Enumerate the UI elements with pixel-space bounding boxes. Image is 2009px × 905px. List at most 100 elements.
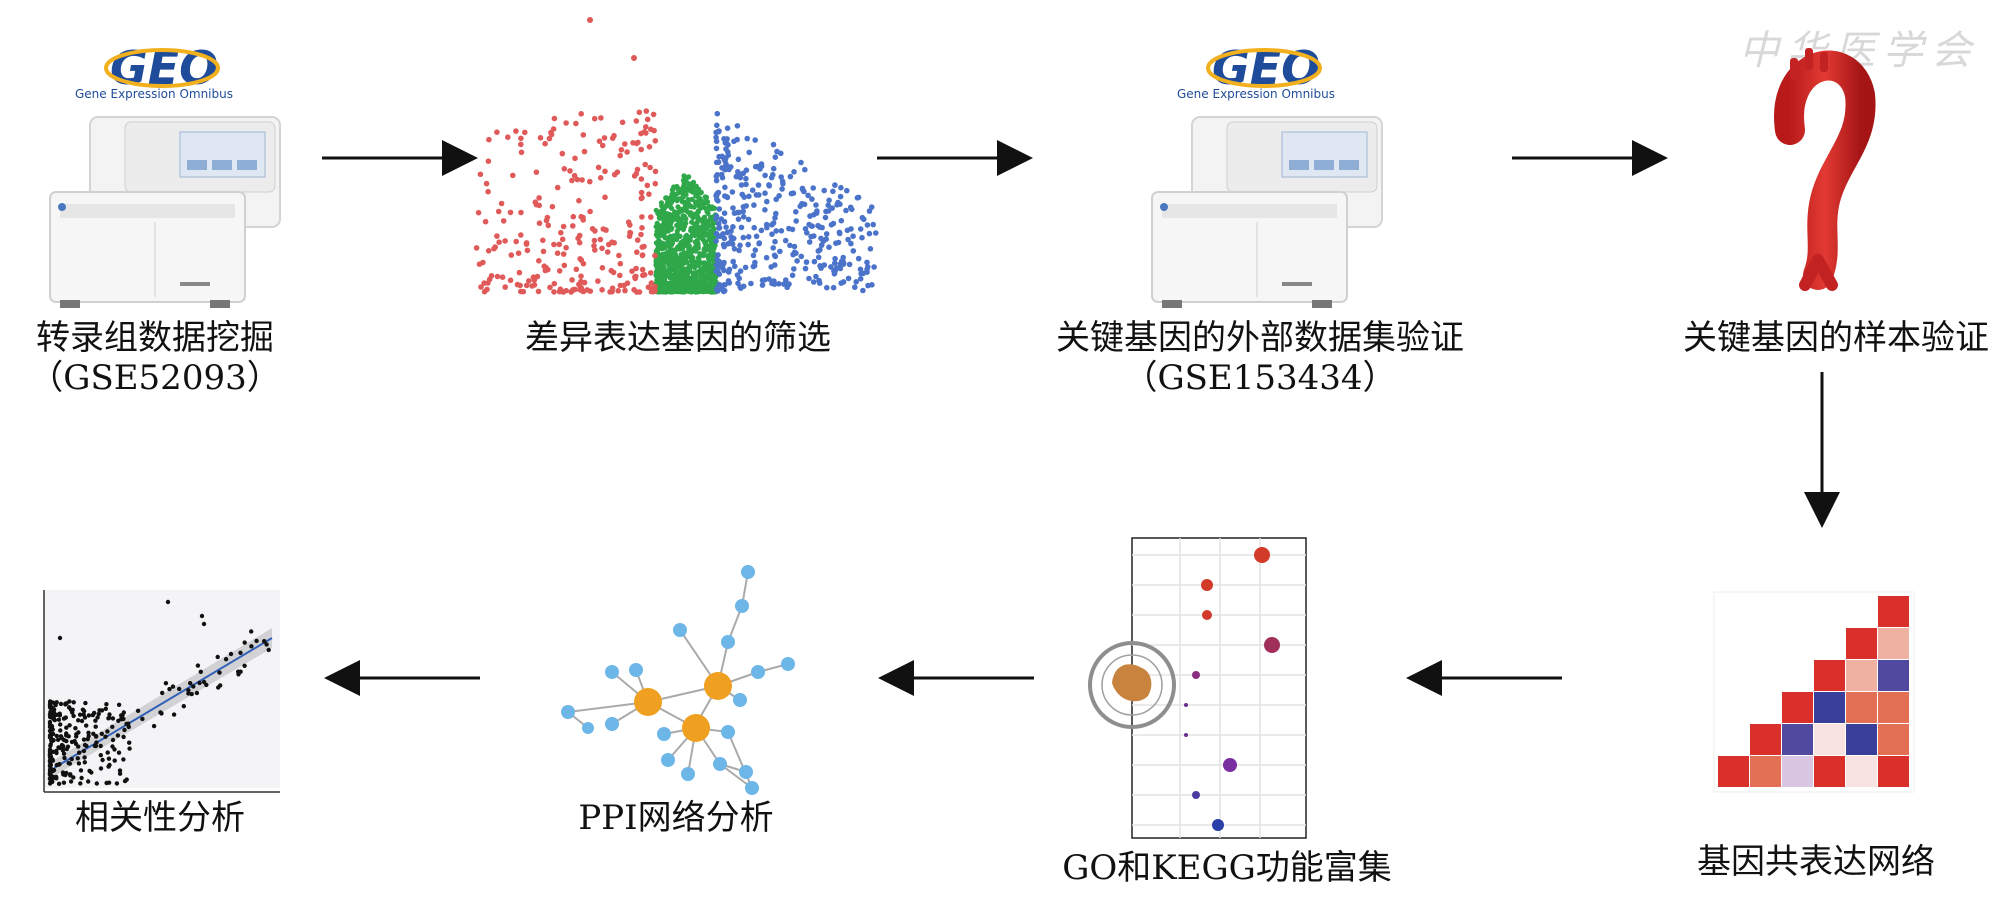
volcano-point: [659, 263, 665, 269]
volcano-point: [673, 277, 680, 284]
volcano-point: [845, 236, 851, 243]
scatter-point: [110, 724, 115, 729]
volcano-point: [642, 161, 648, 168]
volcano-point: [731, 246, 738, 252]
scatter-point: [60, 745, 65, 750]
volcano-point: [824, 284, 830, 291]
volcano-point: [559, 236, 566, 243]
volcano-point: [611, 240, 617, 246]
volcano-point: [677, 254, 684, 261]
volcano-point: [772, 238, 778, 245]
volcano-point: [494, 129, 500, 135]
volcano-point: [614, 169, 621, 175]
volcano-point: [639, 225, 645, 231]
volcano-point: [686, 249, 692, 255]
volcano-point: [769, 231, 775, 237]
scatter-point: [76, 718, 81, 723]
volcano-point: [537, 135, 544, 141]
volcano-point: [518, 135, 524, 142]
volcano-point: [561, 166, 568, 172]
scatter-point: [79, 718, 85, 724]
volcano-point: [599, 245, 605, 252]
volcano-point: [578, 111, 584, 117]
volcano-point: [723, 146, 729, 152]
volcano-point: [687, 210, 694, 216]
scatter-point: [99, 731, 105, 736]
scatter-point: [50, 716, 56, 721]
volcano-point: [561, 262, 568, 269]
volcano-point: [724, 125, 731, 131]
cma-seal: [1088, 641, 1176, 729]
volcano-point: [714, 190, 720, 197]
step-6-label: GO和KEGG功能富集: [1062, 848, 1392, 888]
heatmap-cell: [1814, 756, 1845, 787]
scatter-point: [238, 650, 243, 655]
scatter-point: [96, 711, 102, 717]
scatter-point: [117, 768, 123, 773]
ppi-node: [673, 623, 687, 637]
volcano-point: [793, 209, 799, 215]
volcano-point: [670, 257, 676, 263]
scatter-point: [48, 704, 53, 709]
volcano-point: [750, 252, 757, 259]
volcano-point: [641, 272, 648, 278]
volcano-point: [577, 287, 583, 293]
volcano-point: [677, 233, 683, 239]
volcano-point: [803, 259, 810, 265]
volcano-point: [589, 226, 596, 232]
volcano-point: [547, 284, 553, 291]
volcano-point: [515, 250, 522, 256]
volcano-point: [751, 262, 758, 269]
scatter-point: [67, 699, 72, 704]
volcano-point: [646, 144, 653, 150]
volcano-point: [498, 200, 505, 207]
scatter-point: [104, 702, 109, 707]
volcano-point: [773, 210, 779, 217]
volcano-point: [740, 214, 747, 220]
volcano-point: [870, 221, 876, 228]
scatter-point: [95, 715, 100, 720]
volcano-point: [610, 269, 617, 276]
volcano-point: [731, 138, 737, 145]
volcano-point: [653, 224, 659, 230]
scatter-point: [106, 764, 111, 769]
volcano-point: [734, 123, 741, 129]
scatter-point: [103, 706, 109, 711]
volcano-point: [671, 216, 677, 222]
enrichment-dotplot: [1088, 537, 1307, 839]
volcano-point: [838, 280, 844, 286]
volcano-point: [759, 282, 766, 288]
volcano-point: [695, 240, 701, 246]
volcano-point: [699, 271, 705, 277]
volcano-point: [737, 268, 744, 274]
volcano-point: [680, 278, 686, 284]
volcano-point: [741, 194, 747, 200]
volcano-point: [531, 282, 538, 288]
volcano-point: [694, 190, 700, 196]
volcano-point: [576, 197, 582, 204]
volcano-point: [699, 288, 705, 294]
volcano-point: [805, 192, 811, 199]
scatter-point: [106, 716, 111, 721]
volcano-point: [670, 282, 676, 288]
volcano-point: [683, 176, 689, 182]
volcano-point: [671, 266, 677, 272]
scatter-point: [264, 642, 269, 647]
volcano-point: [702, 205, 708, 211]
volcano-point: [556, 241, 563, 248]
volcano-point: [672, 251, 679, 258]
heatmap-cell: [1782, 724, 1813, 755]
volcano-point: [646, 191, 652, 197]
scatter-point: [81, 737, 87, 742]
volcano-point: [484, 286, 490, 293]
volcano-point: [713, 177, 720, 184]
volcano-point: [743, 175, 749, 182]
scatter-point: [81, 748, 87, 754]
heatmap-cell: [1814, 692, 1845, 723]
volcano-point: [685, 196, 691, 203]
volcano-point: [597, 236, 604, 243]
volcano-point: [662, 272, 668, 278]
volcano-point: [536, 220, 543, 226]
volcano-point: [580, 132, 587, 138]
volcano-point: [837, 201, 843, 207]
